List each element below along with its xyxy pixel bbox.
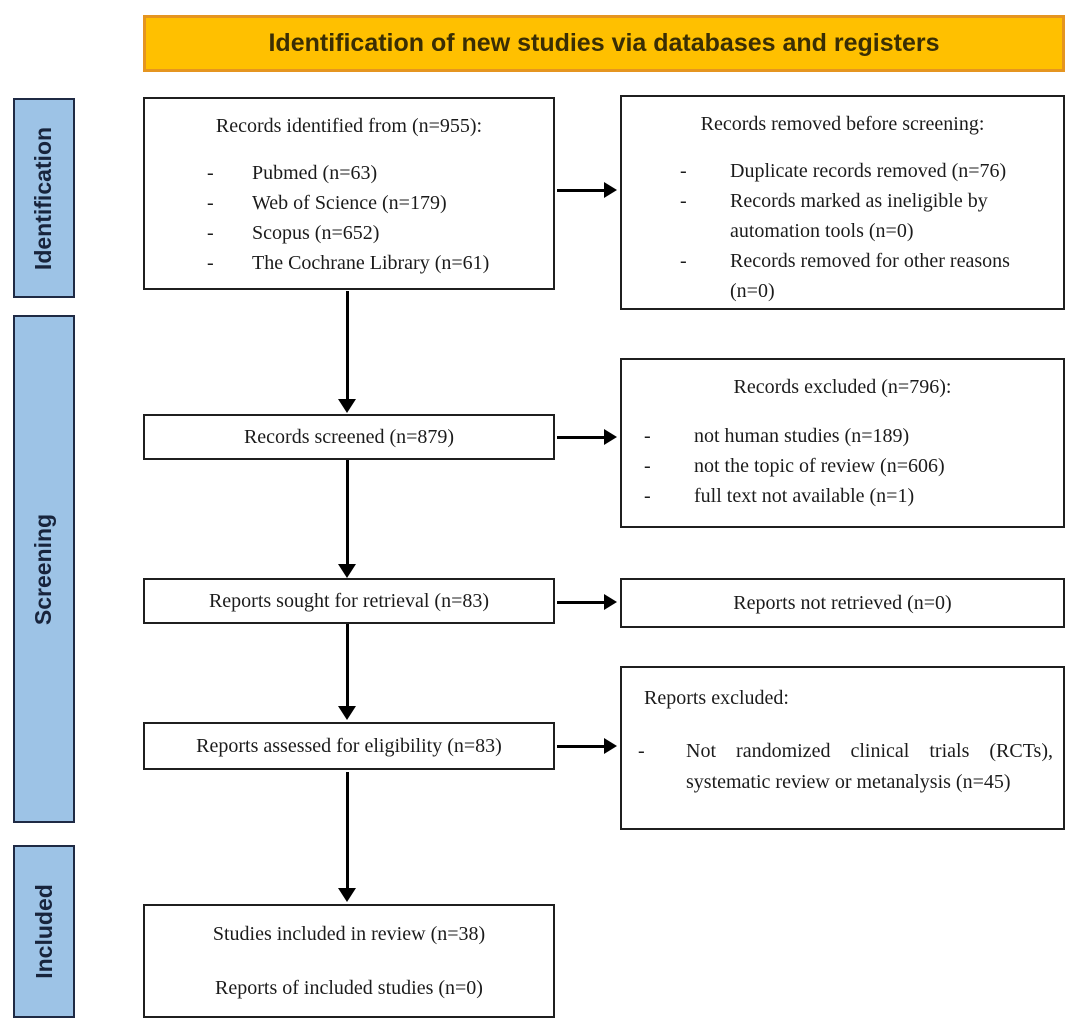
arrow-identified-to-screened — [338, 291, 356, 413]
phase-label-screening: Screening — [13, 315, 75, 823]
arrow-shaft — [345, 460, 349, 565]
included-line: Studies included in review (n=38) — [212, 923, 486, 945]
phase-label-text: Screening — [30, 513, 57, 625]
arrow-head-icon — [338, 888, 356, 902]
list-item: Not randomized clinical trials (RCTs), s… — [622, 736, 1063, 798]
list-item: not the topic of review (n=606) — [622, 451, 1063, 481]
dash-marker — [644, 421, 694, 451]
records-identified-box: Records identified from (n=955): Pubmed … — [143, 97, 555, 290]
arrow-shaft — [557, 600, 605, 604]
arrow-sought-to-assessed — [338, 624, 356, 720]
list-item: full text not available (n=1) — [622, 481, 1063, 511]
list-item: Scopus (n=652) — [145, 218, 553, 248]
arrow-shaft — [345, 624, 349, 707]
arrow-head-icon — [338, 706, 356, 720]
dash-marker — [680, 156, 730, 186]
dash-marker — [207, 158, 252, 188]
box-title: Records identified from (n=955): — [215, 115, 483, 137]
arrow-head-icon — [604, 594, 617, 610]
database-list: Pubmed (n=63) Web of Science (n=179) Sco… — [145, 158, 553, 278]
arrow-head-icon — [604, 738, 617, 754]
arrow-shaft — [557, 744, 605, 748]
box-title: Reports excluded: — [644, 687, 789, 709]
phase-label-text: Included — [30, 884, 57, 979]
arrow-head-icon — [604, 429, 617, 445]
arrow-identified-to-removed — [557, 182, 617, 198]
arrow-shaft — [557, 188, 605, 192]
arrow-screened-to-sought — [338, 460, 356, 578]
list-item: Records removed for other reasons (n=0) — [622, 246, 1063, 306]
list-item: Web of Science (n=179) — [145, 188, 553, 218]
box-title: Records removed before screening: — [700, 113, 985, 135]
removed-reasons-list: Duplicate records removed (n=76) Records… — [622, 156, 1063, 306]
box-title: Records excluded (n=796): — [733, 376, 952, 398]
dash-marker — [680, 246, 730, 306]
phase-label-included: Included — [13, 845, 75, 1018]
records-screened-box: Records screened (n=879) — [143, 414, 555, 460]
dash-marker — [207, 248, 252, 278]
list-item: Pubmed (n=63) — [145, 158, 553, 188]
arrow-shaft — [345, 772, 349, 889]
reports-assessed-box: Reports assessed for eligibility (n=83) — [143, 722, 555, 770]
report-exclusion-list: Not randomized clinical trials (RCTs), s… — [622, 736, 1063, 798]
dash-marker — [644, 451, 694, 481]
list-item: not human studies (n=189) — [622, 421, 1063, 451]
arrow-shaft — [345, 291, 349, 400]
reports-not-retrieved-box: Reports not retrieved (n=0) — [620, 578, 1065, 628]
dash-marker — [644, 481, 694, 511]
arrow-head-icon — [338, 564, 356, 578]
studies-included-box: Studies included in review (n=38) Report… — [143, 904, 555, 1018]
excluded-reasons-list: not human studies (n=189) not the topic … — [622, 421, 1063, 511]
arrow-assessed-to-excluded — [557, 738, 617, 754]
included-line: Reports of included studies (n=0) — [215, 977, 483, 999]
phase-label-identification: Identification — [13, 98, 75, 298]
reports-excluded-box: Reports excluded: Not randomized clinica… — [620, 666, 1065, 830]
arrow-head-icon — [604, 182, 617, 198]
dash-marker — [207, 188, 252, 218]
phase-label-text: Identification — [30, 126, 57, 270]
arrow-screened-to-excluded — [557, 429, 617, 445]
list-item: Records marked as ineligible by automati… — [622, 186, 1063, 246]
arrow-shaft — [557, 435, 605, 439]
box-title: Reports sought for retrieval (n=83) — [208, 590, 490, 612]
records-excluded-box: Records excluded (n=796): not human stud… — [620, 358, 1065, 528]
banner-title: Identification of new studies via databa… — [143, 15, 1065, 72]
dash-marker — [207, 218, 252, 248]
list-item: Duplicate records removed (n=76) — [622, 156, 1063, 186]
records-removed-box: Records removed before screening: Duplic… — [620, 95, 1065, 310]
box-title: Records screened (n=879) — [243, 426, 455, 448]
dash-marker — [638, 736, 686, 798]
reports-sought-box: Reports sought for retrieval (n=83) — [143, 578, 555, 624]
list-item: The Cochrane Library (n=61) — [145, 248, 553, 278]
box-title: Reports not retrieved (n=0) — [733, 592, 952, 614]
box-title: Reports assessed for eligibility (n=83) — [196, 735, 502, 757]
arrow-head-icon — [338, 399, 356, 413]
arrow-sought-to-not-retrieved — [557, 594, 617, 610]
arrow-assessed-to-included — [338, 772, 356, 902]
dash-marker — [680, 186, 730, 246]
